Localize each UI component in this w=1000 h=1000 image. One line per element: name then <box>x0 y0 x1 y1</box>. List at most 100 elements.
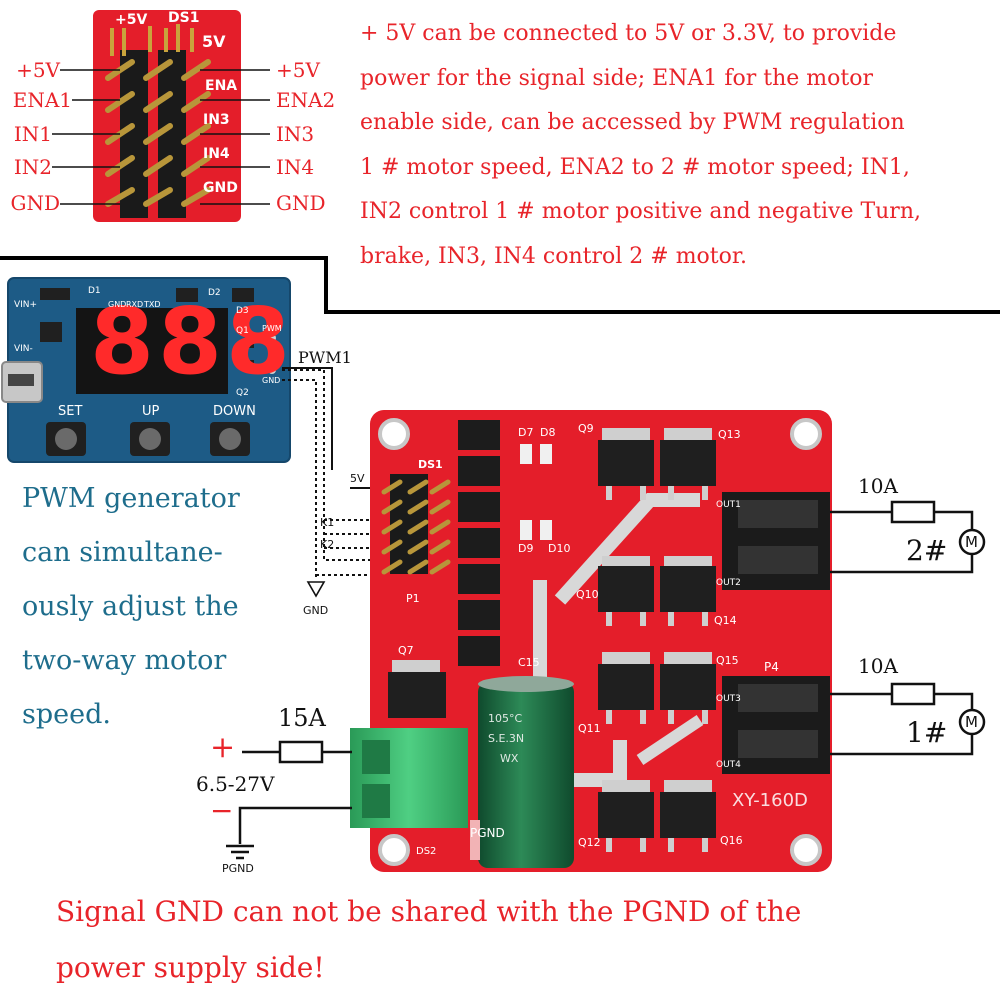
board-silk-q13: Q13 <box>718 428 741 441</box>
motor-wiring <box>830 500 986 756</box>
description-block: + 5V can be connected to 5V or 3.3V, to … <box>360 12 921 279</box>
pwm-silk-vin-plus: VIN+ <box>14 300 38 310</box>
board-silk-ds2: DS2 <box>416 846 437 857</box>
capacitor-brand: WX <box>500 752 519 765</box>
board-silk-q14: Q14 <box>714 614 737 627</box>
warning-block: Signal GND can not be shared with the PG… <box>56 884 801 996</box>
board-silk-q7: Q7 <box>398 644 414 657</box>
pwm-silk-txd: TXD <box>144 300 161 309</box>
pin-label-left-in1: IN1 <box>13 122 52 146</box>
capacitor-series: S.E.3N <box>488 732 525 745</box>
pwm-silk-d3: D3 <box>236 306 249 316</box>
description-line: power for the signal side; ENA1 for the … <box>360 65 873 91</box>
pwm-silk-rxd: RXD <box>126 300 144 309</box>
capacitor <box>478 682 574 868</box>
description-line: brake, IN3, IN4 control 2 # motor. <box>360 243 747 269</box>
board-silk-out3: OUT3 <box>716 694 741 704</box>
driver-board <box>350 410 832 872</box>
description-line: 1 # motor speed, ENA2 to 2 # motor speed… <box>360 154 910 180</box>
board-silk-out2: OUT2 <box>716 578 741 588</box>
header-silk-in4: IN4 <box>203 146 230 162</box>
board-silk-pgnd: PGND <box>470 826 505 840</box>
board-silk-p4: P4 <box>764 660 779 674</box>
board-silk-d9: D9 <box>518 542 534 555</box>
board-silk-ds1: DS1 <box>418 458 443 471</box>
pwm-silk-d1: D1 <box>88 286 101 296</box>
section-divider <box>0 256 1000 314</box>
power-fuse-label: 15A <box>278 704 326 732</box>
pwm-silk-gnd2: GND <box>262 376 281 385</box>
capacitor-temp: 105°C <box>488 712 523 725</box>
motor2-fuse-label: 10A <box>858 474 898 498</box>
wiring-label-gnd: GND <box>303 604 329 617</box>
header-silk-in3: IN3 <box>203 112 230 128</box>
header-silk-ena: ENA <box>205 78 238 94</box>
board-silk-out1: OUT1 <box>716 500 741 510</box>
motor1-symbol: M <box>965 713 978 731</box>
pin-label-right-in3: IN3 <box>276 122 315 146</box>
board-silk-q12: Q12 <box>578 836 601 849</box>
warning-line: power supply side! <box>56 951 325 984</box>
motor2-label: 2# <box>906 534 948 567</box>
warning-line: Signal GND can not be shared with the PG… <box>56 895 802 928</box>
header-closeup <box>52 10 270 222</box>
pwm-button-label-set: SET <box>58 404 83 419</box>
header-silk-5v: +5V <box>115 12 148 28</box>
power-voltage: 6.5-27V <box>196 772 275 796</box>
pin-label-left-ena1: ENA1 <box>12 88 72 112</box>
motor-terminals <box>722 492 830 774</box>
pin-label-right-in4: IN4 <box>276 155 315 179</box>
pwm-description-block: PWM generator can simultane- ously adjus… <box>22 472 240 742</box>
pin-label-left-gnd: GND <box>10 191 60 215</box>
pin-label-right-ena2: ENA2 <box>276 88 336 112</box>
wiring-label-5v: 5V <box>350 472 365 485</box>
board-silk-d10: D10 <box>548 542 571 555</box>
pwm-description-line: can simultane- <box>22 537 223 568</box>
pwm-button-label-up: UP <box>142 404 160 419</box>
pwm-silk-q2: Q2 <box>236 388 249 398</box>
board-name: XY-160D <box>732 790 808 811</box>
pwm-silk-d2: D2 <box>208 288 221 298</box>
pwm-description-line: two-way motor <box>22 645 227 676</box>
header-silk-right-5v: 5V <box>202 32 226 51</box>
pin-label-right-gnd: GND <box>276 191 326 215</box>
description-line: enable side, can be accessed by PWM regu… <box>360 110 905 135</box>
wiring-label-k1: K1 <box>320 516 335 529</box>
power-wiring <box>226 740 352 860</box>
pin-label-left-5v: +5V <box>16 58 60 82</box>
pwm-button-label-down: DOWN <box>213 404 256 419</box>
board-silk-d7: D7 <box>518 426 534 439</box>
board-silk-q16: Q16 <box>720 834 743 847</box>
board-silk-q15: Q15 <box>716 654 739 667</box>
board-silk-q11: Q11 <box>578 722 601 735</box>
board-silk-out4: OUT4 <box>716 760 741 770</box>
board-silk-q10: Q10 <box>576 588 599 601</box>
pwm-silk-pwm: PWM <box>262 324 282 333</box>
power-plus: + <box>210 730 236 765</box>
description-line: IN2 control 1 # motor positive and negat… <box>360 199 921 224</box>
pwm-silk-vin-minus: VIN- <box>14 344 33 354</box>
pwm-description-line: speed. <box>22 699 111 730</box>
wiring-label-k2: K2 <box>320 538 335 551</box>
motor2-symbol: M <box>965 533 978 551</box>
pin-label-right-5v: +5V <box>276 58 320 82</box>
pwm-silk-q1: Q1 <box>236 326 249 336</box>
pgnd-label: PGND <box>222 862 254 875</box>
pwm-silk-gnd: GND <box>108 300 127 309</box>
wiring-label-pwm1: PWM1 <box>298 348 352 367</box>
pin-label-left-in2: IN2 <box>13 155 52 179</box>
description-line: + 5V can be connected to 5V or 3.3V, to … <box>360 21 897 46</box>
power-minus: − <box>210 794 234 827</box>
header-silk-gnd: GND <box>203 180 238 196</box>
motor1-label: 1# <box>906 716 948 749</box>
board-silk-p1: P1 <box>406 592 420 605</box>
board-silk-d8: D8 <box>540 426 556 439</box>
board-silk-q9: Q9 <box>578 422 594 435</box>
pwm-module <box>1 277 291 463</box>
mosfets <box>598 428 716 852</box>
board-silk-c15: C15 <box>518 656 540 669</box>
header-silk-ds1: DS1 <box>168 10 200 26</box>
seven-segment-display: 888 <box>90 288 295 395</box>
